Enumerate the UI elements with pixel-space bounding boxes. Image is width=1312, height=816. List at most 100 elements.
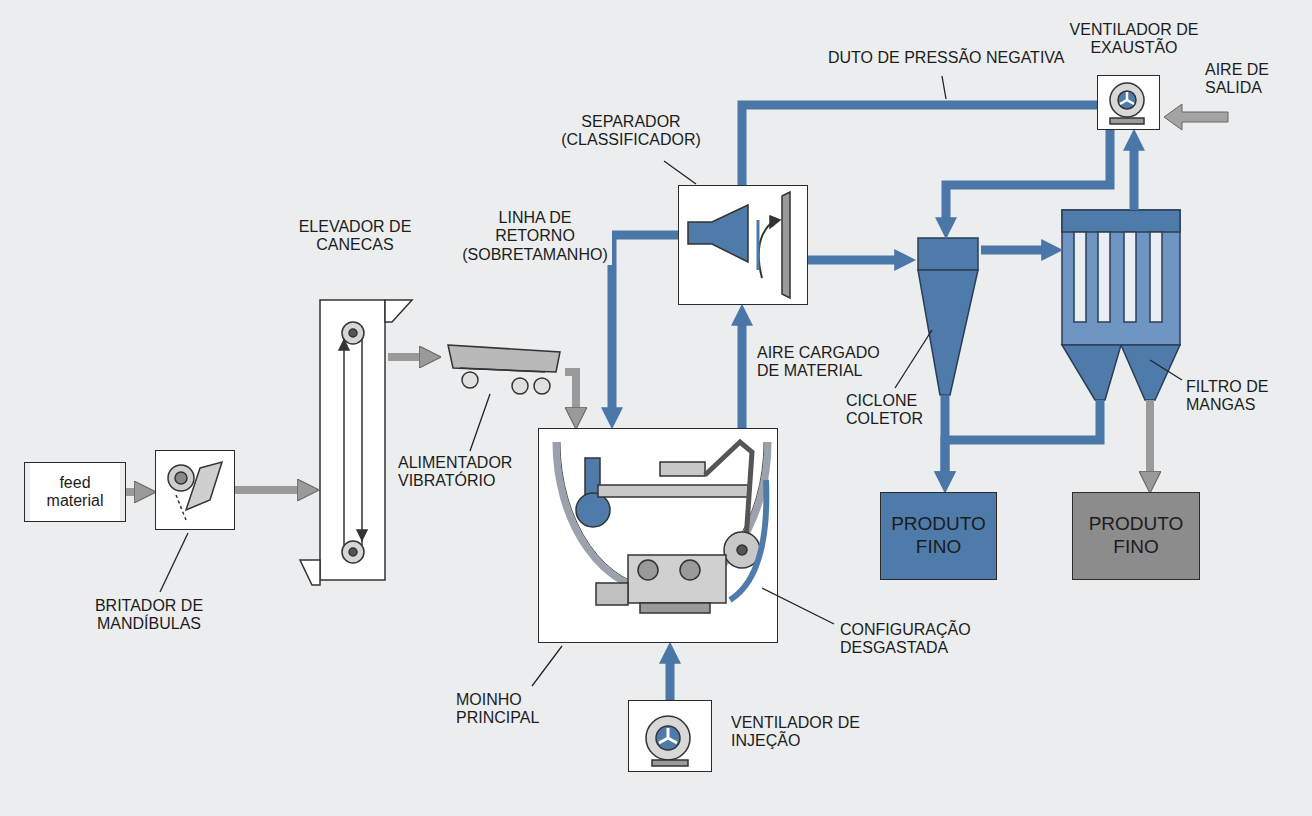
- mill-housing: [730, 480, 766, 600]
- leader-lines: [532, 646, 562, 686]
- exhaust-fan: [1097, 75, 1160, 130]
- jaw-crusher: [155, 450, 235, 530]
- bucket-elevator: [342, 322, 364, 344]
- feed-box: feed material: [24, 462, 126, 522]
- vibratory-feeder: [512, 378, 528, 394]
- bucket-elevator: [339, 340, 349, 350]
- node-label: FILTRO DE MANGAS: [1186, 378, 1286, 415]
- separator: [688, 205, 748, 262]
- injection-fan: [646, 716, 690, 760]
- vibratory-feeder: [460, 368, 545, 372]
- bag-filter: FILTRO DE MANGAS: [1062, 210, 1180, 400]
- vibratory-feeder: [448, 345, 560, 372]
- flow-label: LINHA DE RETORNO (SOBRETAMANHO): [458, 208, 612, 265]
- mill-housing: [596, 583, 628, 605]
- separator: [678, 185, 808, 305]
- air-duct: [808, 256, 903, 265]
- leader-lines: [664, 161, 696, 184]
- node-label: VENTILADOR DE EXAUSTÃO: [1059, 21, 1209, 58]
- flow-label: DUTO DE PRESSÃO NEGATIVA: [826, 48, 1080, 68]
- cyclone: [918, 238, 978, 270]
- leader-lines: [762, 588, 834, 624]
- bucket-elevator: [342, 541, 364, 563]
- separator: [782, 192, 790, 298]
- mill-housing: [598, 485, 748, 497]
- jaw-crusher: [155, 450, 235, 530]
- cyclone: [918, 238, 978, 395]
- exit-air-arrow: [1164, 104, 1228, 130]
- leader-lines: [942, 76, 946, 99]
- leader-lines: [895, 330, 932, 388]
- bag-filter: [1098, 232, 1110, 322]
- air-duct: [981, 246, 1050, 255]
- bucket-elevator: [349, 329, 357, 337]
- bucket-elevator: ELEVADOR DE CANECAS: [318, 300, 388, 582]
- exhaust-fan: [1120, 92, 1134, 104]
- node-label: feed material: [25, 474, 125, 511]
- vibratory-feeder: ALIMENTADOR VIBRATÓRIO: [440, 340, 565, 396]
- bucket-elevator: [357, 530, 367, 540]
- air-duct: [1130, 142, 1139, 210]
- vibratory-feeder: [534, 378, 550, 394]
- node-label: PRODUTO FINO: [1073, 513, 1199, 559]
- node-label: BRITADOR DE MANDÍBULAS: [69, 597, 229, 634]
- exhaust-fan: [1110, 83, 1144, 117]
- injection-fan: VENTILADOR DE INJEÇÃO: [628, 700, 712, 772]
- annotation: AIRE DE SALIDA: [1203, 60, 1287, 99]
- bucket-elevator: [349, 548, 357, 556]
- jaw-crusher: [176, 495, 186, 520]
- injection-fan: [628, 700, 712, 772]
- injection-fan: [659, 728, 677, 743]
- mill-housing: [660, 462, 705, 476]
- cyclone: CICLONE COLETOR: [915, 238, 981, 396]
- node-label: SEPARADOR (CLASSIFICADOR): [541, 113, 721, 150]
- material-flow-arrow: [235, 486, 306, 494]
- material-flow-arrow: [1146, 400, 1154, 480]
- bucket-elevator: [300, 300, 412, 585]
- bucket-elevator: [361, 333, 363, 552]
- exhaust-fan: [1118, 91, 1136, 109]
- node-label: PRODUTO FINO: [881, 513, 996, 559]
- vibratory-feeder: [462, 372, 478, 388]
- air-duct: [666, 655, 675, 700]
- vibratory-feeder: [448, 345, 560, 394]
- mill-housing: [680, 560, 700, 580]
- separator: [759, 222, 772, 278]
- bag-filter: [1062, 210, 1180, 232]
- separator: SEPARADOR (CLASSIFICADOR): [678, 185, 808, 305]
- mill-housing: [538, 428, 778, 643]
- bucket-elevator: [343, 333, 345, 552]
- exhaust-fan: [1110, 118, 1144, 124]
- mill-housing: [638, 560, 658, 580]
- mill-housing: [737, 545, 747, 555]
- bag-filter: [1074, 232, 1086, 322]
- air-duct: [945, 400, 1100, 480]
- leader-lines: [470, 394, 490, 451]
- bag-filter: [1062, 210, 1180, 400]
- injection-fan: [656, 726, 680, 750]
- leader-lines: [1150, 360, 1182, 380]
- jaw-crusher: [186, 462, 222, 510]
- product-bin: PRODUTO FINO: [1072, 492, 1200, 580]
- node-label: ELEVADOR DE CANECAS: [290, 218, 420, 255]
- bucket-elevator: [385, 300, 412, 322]
- separator: [757, 220, 760, 270]
- separator: [678, 185, 808, 305]
- node-label: MOINHO PRINCIPAL: [456, 691, 576, 728]
- leader-lines: [160, 533, 188, 592]
- annotation: CONFIGURAÇÃO DESGASTADA: [838, 620, 992, 659]
- material-flow-arrow: [388, 353, 428, 361]
- node-label: CICLONE COLETOR: [846, 392, 930, 429]
- exhaust-fan: VENTILADOR DE EXAUSTÃO: [1097, 75, 1160, 130]
- main-mill: MOINHO PRINCIPAL: [538, 428, 778, 643]
- mill-housing: [640, 603, 710, 613]
- air-duct: [738, 317, 747, 428]
- material-flow-arrow: [126, 488, 143, 496]
- mill-housing: [538, 428, 778, 643]
- jaw-crusher: [175, 472, 187, 484]
- exhaust-fan: [1097, 75, 1160, 130]
- jaw-crusher: BRITADOR DE MANDÍBULAS: [155, 450, 235, 530]
- node-label: ALIMENTADOR VIBRATÓRIO: [398, 454, 538, 491]
